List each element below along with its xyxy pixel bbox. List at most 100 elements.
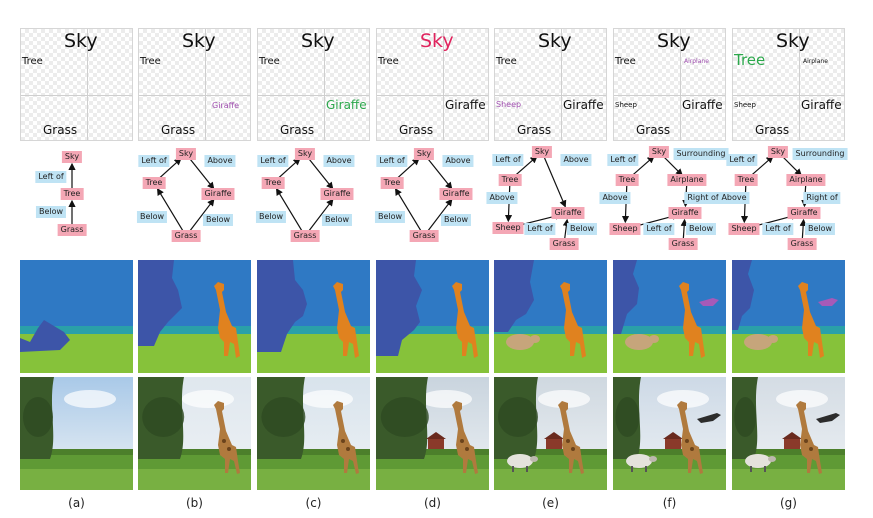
canvas-gridline: [87, 29, 88, 140]
photo-cloud: [657, 390, 709, 408]
seg-giraffe-region: [214, 282, 240, 358]
photo-grass-shade: [257, 449, 370, 455]
relation-node-left-of: Left of: [607, 154, 639, 166]
graph-edge-arrow: [543, 157, 567, 208]
object-node-grass: Grass: [409, 230, 439, 242]
photo-cloud: [420, 390, 472, 408]
seg-giraffe-region: [798, 282, 824, 358]
graph-edge-arrow: [427, 158, 453, 190]
canvas-word-giraffe: Giraffe: [682, 98, 723, 112]
canvas-word-grass: Grass: [755, 123, 790, 137]
canvas-word-grass: Grass: [517, 123, 552, 137]
photo-giraffe-spot: [465, 447, 469, 451]
object-node-tree: Tree: [261, 177, 285, 189]
seg-tree-region: [376, 260, 422, 356]
graph-edge-arrow: [781, 155, 802, 176]
object-node-grass: Grass: [668, 238, 698, 250]
canvas-word-grass: Grass: [280, 123, 315, 137]
object-node-giraffe: Giraffe: [787, 207, 821, 219]
segmentation-panel: [257, 260, 370, 373]
canvas-word-sky: Sky: [657, 30, 691, 52]
photo-tree-canopy: [142, 397, 185, 437]
photo-barn: [428, 439, 444, 449]
scene-graph-edges: [68, 162, 76, 224]
graph-edge-arrow: [680, 218, 688, 239]
photo-giraffe-spot: [690, 447, 694, 451]
segmentation-panel: [494, 260, 607, 373]
canvas-word-giraffe: Giraffe: [212, 101, 240, 110]
canvas-gridline: [377, 95, 488, 96]
photo-giraffe-spot: [804, 439, 808, 443]
relation-node-above: Above: [486, 192, 518, 204]
graph-edge-arrow: [275, 187, 303, 232]
photo-grass-shade: [376, 449, 489, 455]
object-node-sky: Sky: [61, 151, 83, 163]
object-node-grass: Grass: [549, 238, 579, 250]
column-caption: (c): [305, 496, 322, 510]
photo-airplane: [697, 413, 721, 423]
object-node-tree: Tree: [380, 177, 404, 189]
graph-edge-arrow: [396, 157, 420, 180]
object-node-tree: Tree: [615, 174, 639, 186]
object-node-airplane: Airplane: [786, 174, 826, 186]
canvas-word-sky: Sky: [776, 30, 810, 52]
photo-giraffe-body: [558, 401, 584, 474]
photo-sheep-leg: [750, 466, 752, 472]
graph-edge-arrow: [621, 185, 630, 224]
canvas-word-tree: Tree: [734, 51, 766, 69]
seg-horizon-band: [20, 326, 133, 334]
relation-node-above: Above: [323, 155, 355, 167]
object-node-sky: Sky: [531, 146, 553, 158]
object-node-sky: Sky: [294, 148, 316, 160]
relation-node-left-of: Left of: [726, 154, 758, 166]
canvas-word-giraffe: Giraffe: [563, 98, 604, 112]
segmentation-panel: [138, 260, 251, 373]
canvas-word-giraffe: Giraffe: [445, 98, 486, 112]
scene-graph-edges: [156, 157, 215, 232]
canvas-word-tree: Tree: [378, 56, 399, 67]
canvas-gridline: [324, 29, 325, 140]
photo-tree-canopy: [23, 397, 53, 437]
seg-tree-region: [613, 260, 639, 334]
object-node-sheep: Sheep: [492, 222, 524, 234]
canvas-word-tree: Tree: [615, 56, 636, 67]
photo-giraffe: [558, 401, 584, 474]
photo-foreground-grass: [257, 469, 370, 490]
object-node-sky: Sky: [767, 146, 789, 158]
seg-airplane-region: [699, 298, 719, 306]
seg-giraffe-shape: [798, 282, 824, 358]
relation-node-above: Above: [599, 192, 631, 204]
photo-sheep-body: [745, 454, 771, 468]
object-node-tree: Tree: [60, 188, 84, 200]
generated-photo: [732, 377, 845, 490]
relation-node-below: Below: [255, 211, 287, 223]
canvas-word-sky: Sky: [538, 30, 572, 52]
photo-foreground-grass: [732, 469, 845, 490]
relation-node-surrounding: Surrounding: [792, 148, 848, 160]
photo-barn-roof: [782, 432, 802, 439]
photo-giraffe-spot: [809, 447, 813, 451]
generated-photo: [20, 377, 133, 490]
seg-sheep-region: [744, 334, 778, 350]
seg-giraffe-shape: [214, 282, 240, 358]
canvas-word-grass: Grass: [636, 123, 671, 137]
canvas-word-sheep: Sheep: [496, 100, 522, 109]
generated-photo: [613, 377, 726, 490]
photo-airplane: [816, 413, 840, 423]
relation-node-right-of: Right of: [803, 192, 841, 204]
canvas-word-sky: Sky: [182, 30, 216, 52]
object-node-giraffe: Giraffe: [320, 188, 354, 200]
generated-image-panel: [494, 377, 607, 490]
object-node-sky: Sky: [413, 148, 435, 160]
photo-tree-canopy: [734, 397, 757, 437]
seg-horizon-band: [613, 326, 726, 334]
canvas-word-sheep: Sheep: [615, 101, 637, 109]
seg-giraffe-shape: [679, 282, 705, 358]
photo-giraffe-body: [333, 401, 359, 474]
